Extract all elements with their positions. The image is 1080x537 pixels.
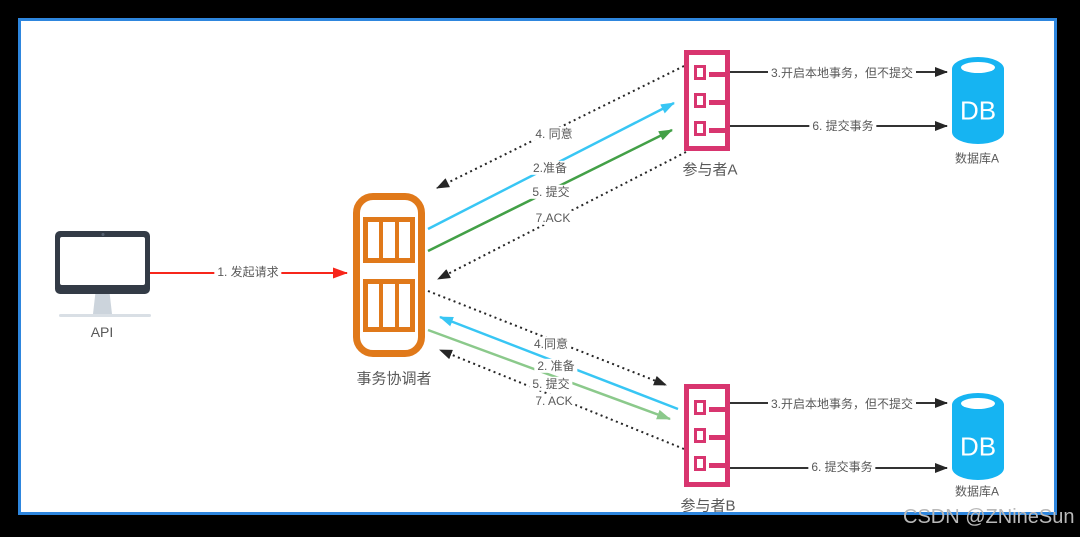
edge-b-commit-label: 5. 提交 bbox=[529, 376, 573, 392]
edge-b-prepare-label: 2. 准备 bbox=[534, 358, 578, 374]
participant-b-icon bbox=[684, 384, 730, 487]
coordinator-icon bbox=[353, 193, 425, 357]
list-square-icon bbox=[694, 456, 706, 472]
database-b-label: 数据库A bbox=[954, 484, 1000, 499]
diagram-canvas bbox=[18, 18, 1057, 515]
edge-a-commit-label: 5. 提交 bbox=[529, 184, 573, 200]
list-square-icon bbox=[694, 427, 706, 443]
edge-b-commit-tx-label: 6. 提交事务 bbox=[808, 459, 876, 475]
coordinator-label: 事务协调者 bbox=[356, 370, 432, 388]
coordinator-grid-top bbox=[363, 217, 415, 263]
edge-a-prepare-label: 2.准备 bbox=[529, 160, 571, 176]
edge-b-ack-label: 7. ACK bbox=[532, 393, 576, 409]
participant-a-icon bbox=[684, 50, 730, 151]
monitor-screen bbox=[60, 237, 145, 285]
database-b-icon: DB bbox=[952, 393, 1004, 481]
participant-a-label: 参与者A bbox=[682, 161, 738, 179]
list-bar-icon bbox=[708, 463, 725, 469]
api-label: API bbox=[90, 324, 114, 340]
edge-a-ack-label: 7.ACK bbox=[532, 210, 574, 226]
list-bar-icon bbox=[708, 99, 725, 105]
database-a-label: 数据库A bbox=[954, 151, 1000, 166]
monitor-base bbox=[59, 314, 151, 317]
list-square-icon bbox=[694, 65, 706, 81]
database-cylinder-top-inner bbox=[961, 398, 995, 409]
camera-dot-icon bbox=[101, 233, 104, 236]
edge-a-begin-local-label: 3.开启本地事务，但不提交 bbox=[767, 65, 917, 81]
database-b-text: DB bbox=[959, 431, 997, 462]
list-square-icon bbox=[694, 120, 706, 136]
database-a-icon: DB bbox=[952, 57, 1004, 145]
list-square-icon bbox=[694, 399, 706, 415]
list-bar-icon bbox=[708, 72, 725, 78]
monitor-stand bbox=[93, 294, 112, 314]
edge-a-commit-tx-label: 6. 提交事务 bbox=[809, 118, 877, 134]
database-cylinder-body bbox=[952, 69, 1004, 144]
list-bar-icon bbox=[708, 434, 725, 440]
database-a-text: DB bbox=[959, 95, 997, 126]
csdn-watermark: CSDN @ZNineSun bbox=[903, 506, 1075, 528]
monitor-icon bbox=[55, 231, 150, 294]
edge-b-agree-label: 4.同意 bbox=[530, 336, 572, 352]
edge-b-begin-local-label: 3.开启本地事务，但不提交 bbox=[767, 396, 917, 412]
coordinator-grid-bottom bbox=[363, 279, 415, 332]
edge-a-agree-label: 4. 同意 bbox=[532, 126, 576, 142]
database-cylinder-top-inner bbox=[961, 62, 995, 73]
list-bar-icon bbox=[708, 406, 725, 412]
participant-b-label: 参与者B bbox=[680, 497, 736, 515]
database-cylinder-body bbox=[952, 405, 1004, 480]
list-bar-icon bbox=[708, 127, 725, 133]
edge-request-label: 1. 发起请求 bbox=[214, 264, 282, 280]
list-square-icon bbox=[694, 92, 706, 108]
